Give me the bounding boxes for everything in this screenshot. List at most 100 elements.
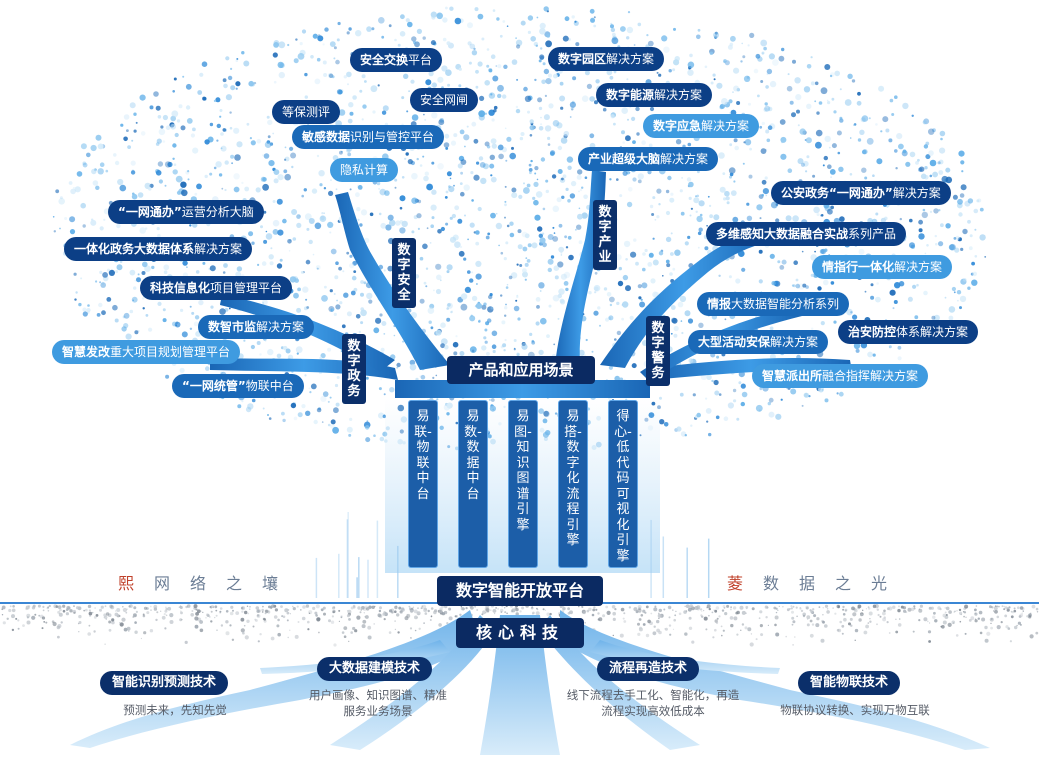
- foliage-dot: [74, 186, 81, 193]
- soil-dot: [775, 607, 778, 610]
- foliage-dot: [861, 115, 869, 122]
- foliage-dot: [290, 152, 297, 159]
- foliage-dot: [625, 258, 628, 261]
- foliage-dot: [101, 310, 106, 316]
- foliage-dot: [589, 96, 595, 102]
- soil-dot: [1022, 610, 1024, 612]
- soil-dot: [975, 605, 978, 607]
- soil-dot: [408, 605, 411, 608]
- foliage-dot: [540, 157, 546, 162]
- foliage-dot: [163, 270, 168, 275]
- foliage-dot: [333, 293, 336, 295]
- soil-dot: [705, 628, 708, 631]
- soil-dot: [56, 625, 61, 630]
- soil-dot: [242, 630, 244, 633]
- soil-dot: [1019, 606, 1024, 610]
- soil-dot: [412, 606, 415, 608]
- foliage-dot: [814, 250, 816, 253]
- foliage-dot: [394, 186, 397, 189]
- foliage-dot: [851, 79, 856, 83]
- foliage-dot: [846, 308, 853, 316]
- soil-dot: [286, 611, 290, 615]
- foliage-dot: [431, 161, 435, 165]
- foliage-dot: [674, 249, 681, 256]
- foliage-dot: [532, 196, 536, 200]
- foliage-dot: [277, 229, 284, 236]
- soil-dot: [637, 608, 642, 613]
- soil-dot: [84, 608, 88, 612]
- foliage-dot: [521, 342, 526, 346]
- foliage-dot: [381, 35, 385, 39]
- soil-dot: [923, 617, 928, 622]
- foliage-dot: [262, 302, 264, 304]
- foliage-dot: [296, 352, 299, 355]
- foliage-dot: [684, 310, 691, 317]
- foliage-dot: [939, 130, 946, 137]
- soil-dot: [653, 625, 656, 628]
- soil-dot: [292, 605, 294, 608]
- soil-dot: [854, 639, 856, 641]
- foliage-dot: [236, 141, 243, 148]
- foliage-dot: [630, 251, 637, 258]
- foliage-dot: [827, 164, 832, 169]
- soil-dot: [658, 630, 662, 635]
- foliage-dot: [335, 188, 338, 191]
- foliage-dot: [438, 119, 445, 126]
- foliage-dot: [824, 398, 829, 403]
- soil-dot: [284, 608, 289, 613]
- foliage-dot: [126, 129, 129, 133]
- soil-dot: [215, 614, 218, 617]
- foliage-dot: [500, 251, 504, 255]
- foliage-dot: [538, 233, 543, 238]
- soil-dot: [989, 605, 992, 609]
- soil-dot: [774, 623, 777, 627]
- soil-dot: [104, 643, 106, 645]
- foliage-dot: [298, 214, 301, 217]
- soil-dot: [542, 608, 545, 611]
- foliage-dot: [533, 199, 539, 206]
- foliage-dot: [401, 96, 405, 100]
- soil-dot: [1019, 623, 1022, 626]
- foliage-dot: [381, 321, 387, 326]
- foliage-dot: [431, 112, 438, 119]
- soil-dot: [255, 606, 260, 610]
- soil-dot: [105, 612, 110, 616]
- foliage-dot: [225, 94, 232, 101]
- foliage-dot: [894, 149, 898, 153]
- soil-dot: [470, 605, 474, 610]
- foliage-dot: [364, 425, 370, 430]
- foliage-dot: [487, 232, 491, 236]
- soil-dot: [953, 611, 956, 613]
- foliage-dot: [733, 399, 737, 403]
- soil-dot: [895, 618, 897, 620]
- foliage-dot: [951, 286, 957, 292]
- foliage-dot: [949, 243, 956, 251]
- foliage-dot: [260, 225, 263, 229]
- soil-dot: [918, 608, 921, 610]
- soil-dot: [934, 619, 938, 623]
- foliage-dot: [577, 169, 583, 175]
- foliage-dot: [508, 275, 513, 280]
- soil-dot: [65, 612, 69, 616]
- foliage-dot: [330, 179, 332, 182]
- soil-dot: [214, 616, 216, 619]
- soil-dot: [824, 624, 828, 628]
- soil-dot: [361, 624, 366, 629]
- foliage-dot: [458, 67, 462, 71]
- soil-dot: [815, 623, 820, 628]
- soil-dot: [119, 622, 124, 627]
- foliage-dot: [366, 292, 373, 300]
- foliage-dot: [576, 224, 582, 230]
- soil-dot: [955, 634, 959, 637]
- soil-dot: [108, 628, 112, 632]
- soil-dot: [348, 640, 350, 643]
- foliage-dot: [746, 215, 753, 221]
- foliage-dot: [487, 306, 494, 313]
- soil-dot: [110, 605, 115, 610]
- foliage-dot: [327, 423, 331, 427]
- soil-dot: [790, 607, 793, 610]
- foliage-dot: [736, 88, 740, 92]
- foliage-dot: [780, 398, 783, 401]
- foliage-dot: [467, 270, 471, 274]
